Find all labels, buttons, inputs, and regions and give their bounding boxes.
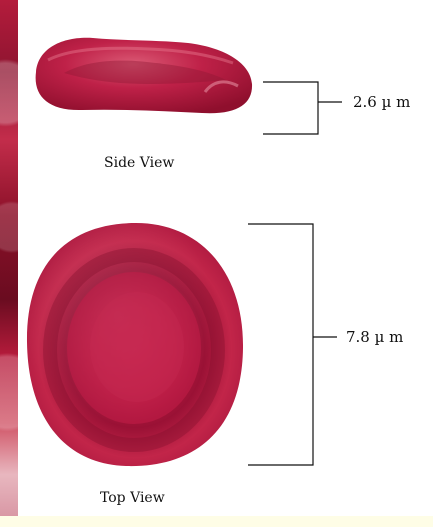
bottom-margin — [0, 516, 433, 527]
top-measure-label: 7.8 µ m — [346, 330, 403, 345]
side-view-cell — [36, 38, 252, 113]
top-view-bracket — [248, 224, 337, 465]
top-view-label: Top View — [100, 491, 165, 505]
side-view-bracket — [263, 82, 342, 134]
side-view-label: Side View — [104, 156, 174, 170]
top-view-cell — [27, 223, 243, 466]
side-measure-label: 2.6 µ m — [353, 95, 410, 110]
